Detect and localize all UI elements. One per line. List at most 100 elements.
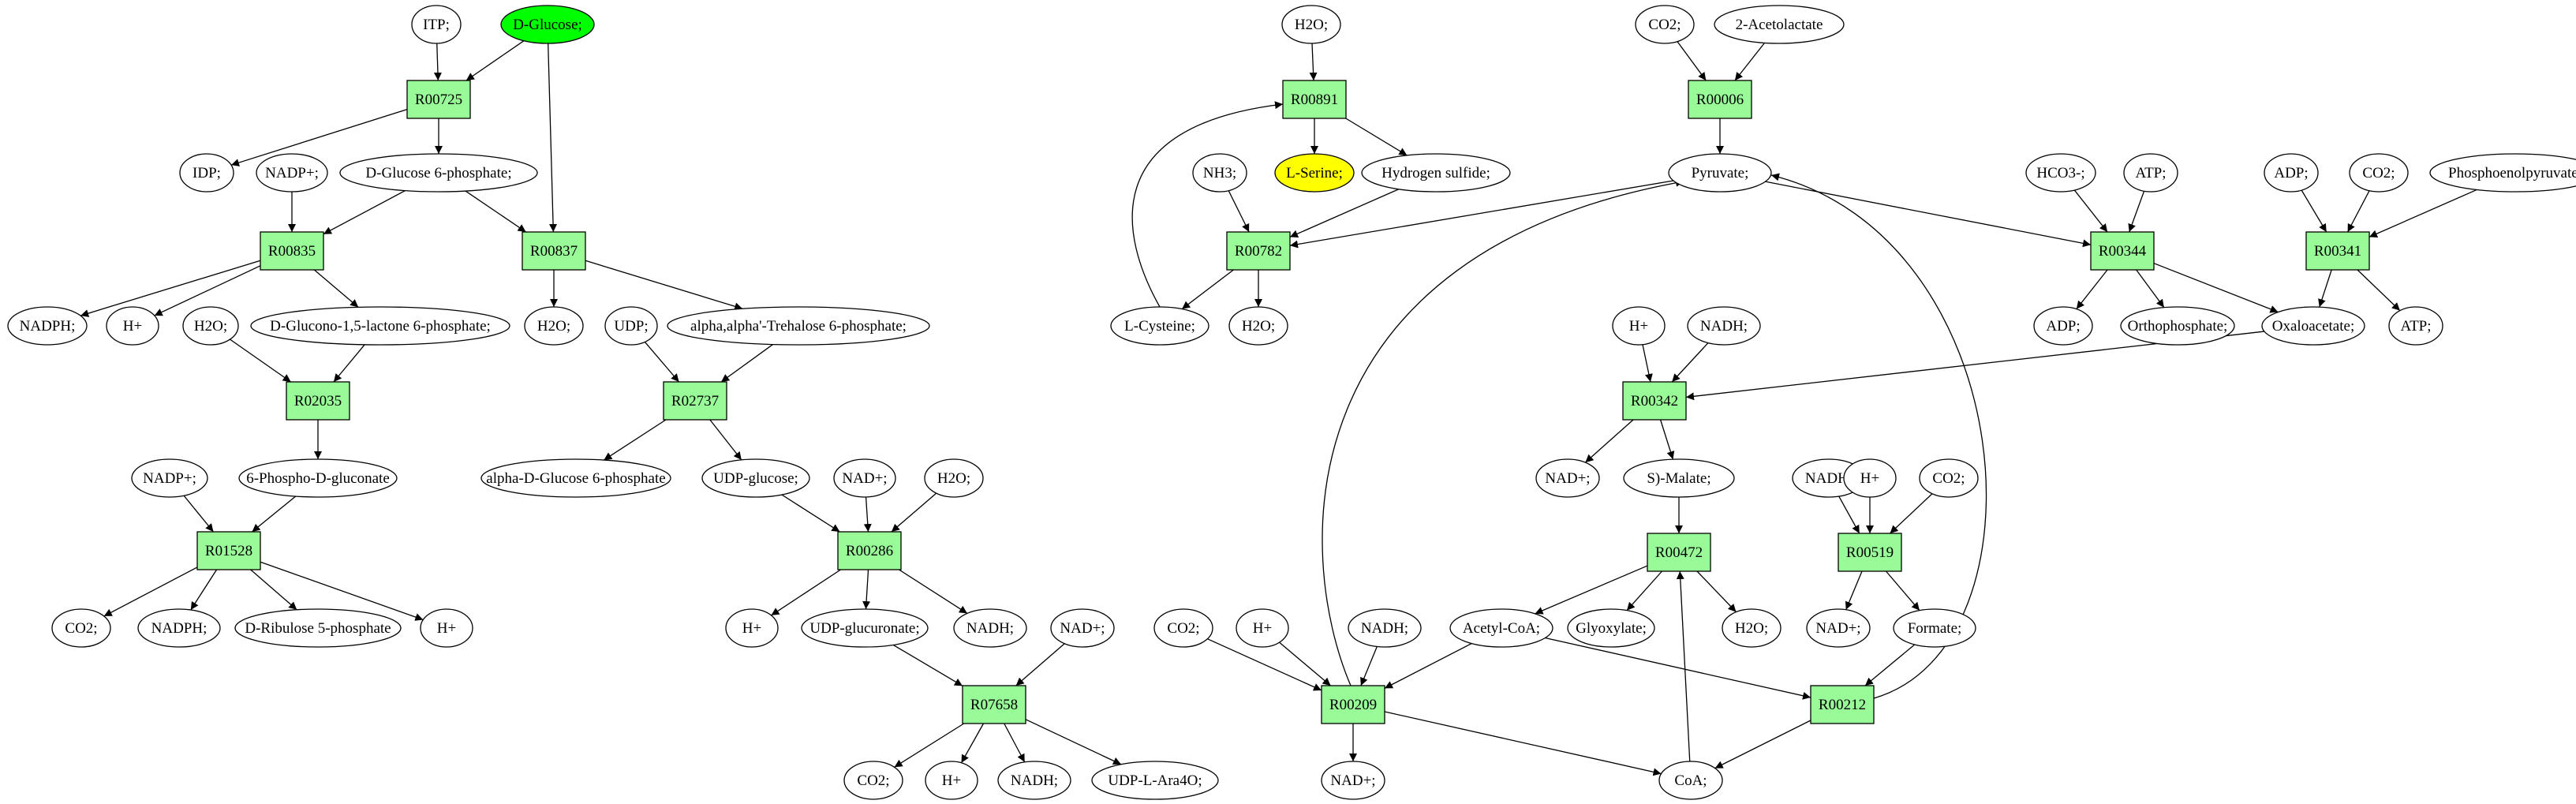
edge-h2o3-to-r00286 <box>891 492 937 533</box>
compound-ellipse <box>500 5 595 44</box>
edge-r00344-to-oxaloacetate <box>2153 263 2279 313</box>
compound-node-co2d: CO2; <box>2349 153 2409 193</box>
reaction-node-r00782: R00782 <box>1226 231 1291 271</box>
compound-ellipse <box>339 153 538 193</box>
compound-node-atp1: ATP; <box>2123 153 2178 193</box>
compound-node-nad5: NAD+; <box>1321 761 1385 800</box>
edge-r01528-to-hplus2 <box>260 561 424 621</box>
edge-co2e-to-r00519 <box>1890 493 1933 534</box>
compound-ellipse <box>833 458 896 498</box>
reaction-node-r00835: R00835 <box>260 231 324 271</box>
reaction-box <box>837 531 902 570</box>
compound-ellipse <box>238 458 398 498</box>
compound-ellipse <box>51 608 111 648</box>
node-label: R00472 <box>1655 544 1703 561</box>
compound-node-co2b: CO2; <box>843 761 903 800</box>
node-label: S)-Malate; <box>1647 470 1710 487</box>
compound-ellipse <box>1050 608 1115 648</box>
edge-co2d-to-r00341 <box>2347 190 2370 233</box>
compound-ellipse <box>411 5 462 44</box>
node-label: ATP; <box>2400 318 2431 335</box>
reaction-node-r00891: R00891 <box>1282 80 1347 119</box>
edge-hco3-to-r00344 <box>2073 189 2108 233</box>
compound-node-pyruvate: Pyruvate; <box>1668 153 1772 193</box>
reaction-node-r07658: R07658 <box>962 685 1026 724</box>
node-label: R00006 <box>1696 92 1744 108</box>
node-label: NADH; <box>1805 470 1853 487</box>
reaction-node-r00725: R00725 <box>406 80 471 119</box>
node-label: alpha-D-Glucose 6-phosphate <box>486 470 665 487</box>
compound-ellipse <box>250 306 510 346</box>
compound-node-h2o3: H2O; <box>924 458 984 498</box>
reaction-box <box>522 231 586 271</box>
compound-ellipse <box>2025 153 2096 193</box>
compound-ellipse <box>1635 5 1695 44</box>
edge-r00342-to-nad3 <box>1584 419 1634 463</box>
node-label: R00209 <box>1329 697 1377 713</box>
node-label: R00782 <box>1235 243 1282 260</box>
edge-r01528-to-nadph2 <box>190 569 218 611</box>
node-label: 6-Phospho-D-gluconate <box>246 470 390 487</box>
compound-ellipse <box>524 306 584 346</box>
node-label: R00837 <box>530 243 578 260</box>
edge-atp1-to-r00344 <box>2128 191 2145 233</box>
edge-r00212-to-coa <box>1714 720 1811 769</box>
edge-r00837-to-trehalose <box>585 260 743 311</box>
node-label: Oxaloacetate; <box>2272 318 2354 335</box>
node-label: H+ <box>437 620 456 637</box>
compound-ellipse <box>2123 153 2178 193</box>
compound-ellipse <box>1361 153 1511 193</box>
reaction-node-r00837: R00837 <box>522 231 586 271</box>
compound-node-h2s: Hydrogen sulfide; <box>1361 153 1511 193</box>
reaction-box <box>2305 231 2370 271</box>
reaction-box <box>962 685 1026 724</box>
edge-r02737-to-adg6p <box>603 419 667 461</box>
compound-ellipse <box>1236 608 1289 648</box>
node-label: 2-Acetolactate <box>1736 17 1823 33</box>
node-label: H+ <box>123 318 142 335</box>
compound-node-nadph2: NADPH; <box>137 608 221 648</box>
compound-node-co2f: CO2; <box>1153 608 1213 648</box>
node-label: R07658 <box>970 697 1018 713</box>
node-label: Formate; <box>1908 620 1962 637</box>
node-label: UDP-glucose; <box>713 470 798 487</box>
compound-node-oxaloacetate: Oxaloacetate; <box>2261 306 2365 346</box>
node-label: Phosphoenolpyruvate; <box>2448 165 2576 181</box>
node-label: H2O; <box>1735 620 1768 637</box>
edges-layer <box>80 40 2477 776</box>
node-label: HCO3-; <box>2036 165 2084 181</box>
compound-ellipse <box>953 608 1027 648</box>
compound-ellipse <box>1228 306 1288 346</box>
node-label: D-Ribulose 5-phosphate <box>245 620 391 637</box>
node-label: CO2; <box>857 772 889 789</box>
edge-pep-to-r00341 <box>2368 189 2477 237</box>
compound-node-coa: CoA; <box>1658 761 1723 800</box>
compound-node-nadh5: NADH; <box>1348 608 1422 648</box>
reaction-node-r02035: R02035 <box>286 381 350 421</box>
node-label: Pyruvate; <box>1692 165 1749 181</box>
node-label: H2O; <box>194 318 227 335</box>
reaction-box <box>1282 80 1347 119</box>
compound-node-idp: IDP; <box>179 153 234 193</box>
edge-dglucose-to-r00837 <box>548 43 558 233</box>
compound-ellipse <box>1919 458 1979 498</box>
compound-ellipse <box>1714 5 1845 44</box>
edge-r00212-to-pyruvate <box>1770 173 1987 699</box>
compound-ellipse <box>701 458 810 498</box>
node-label: Glyoxylate; <box>1576 620 1647 637</box>
edge-dglucose-to-r00725 <box>465 40 525 81</box>
compound-node-nadh1: NADH; <box>953 608 1027 648</box>
node-label: R00344 <box>2099 243 2147 260</box>
node-label: NAD+; <box>1545 470 1590 487</box>
edge-formate-to-r00212 <box>1864 644 1916 686</box>
compound-ellipse <box>1110 306 1209 346</box>
edge-pgluconate-to-r01528 <box>252 495 297 533</box>
node-label: NADP+; <box>143 470 196 487</box>
edge-r07658-to-nadh2 <box>1004 723 1026 763</box>
compound-node-co2a: CO2; <box>51 608 111 648</box>
edge-r00286-to-hplus3 <box>771 569 841 616</box>
edge-acetylcoa-to-r00212 <box>1545 637 1811 700</box>
node-label: R00835 <box>268 243 316 260</box>
compound-node-dglucose: D-Glucose; <box>500 5 595 44</box>
